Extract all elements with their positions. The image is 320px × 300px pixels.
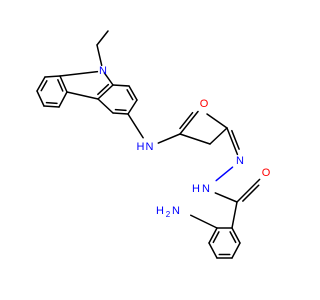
bond-carbonyl-o-inner (179, 111, 194, 130)
bond-left-benzene-2 (36, 76, 46, 92)
bond-aryl-n (127, 113, 144, 139)
bond-carbonyl-o (179, 110, 199, 135)
bond-right-benzene-3 (127, 99, 138, 115)
bond-benzo-5 (231, 242, 241, 259)
bond-benzo-6-inner (229, 231, 237, 244)
bond-pyrrole-4 (97, 84, 114, 100)
atom-h2-amino-subscript: 2 (166, 210, 171, 219)
bond-ethyl-2 (96, 30, 109, 46)
atom-h-hydrazide: H (192, 183, 200, 195)
bond-carbonyl-ring (231, 201, 238, 229)
bond-benzo-2-inner (212, 231, 220, 244)
bond-nh-carbonyl (214, 192, 238, 203)
bond-ch2-cimine (209, 127, 228, 145)
bond-hydrazide-o-inner (242, 184, 260, 202)
bond-pyrrole-3 (66, 91, 99, 100)
bond-benzo-3 (208, 242, 218, 259)
bond-left-benzene-6-inner (57, 79, 64, 92)
bond-ethyl-1 (96, 44, 103, 67)
atom-n-amide: N (146, 141, 154, 153)
bond-n-n (215, 166, 234, 182)
atom-n-hydrazide: N (202, 183, 210, 195)
bond-left-benzene-6 (59, 75, 68, 93)
bond-right-benzene-4-inner (114, 108, 127, 112)
bond-right-benzene-5 (97, 98, 114, 114)
bond-right-benzene-2 (128, 85, 138, 101)
atom-o-hydrazide: O (262, 167, 271, 179)
bond-left-benzene-5 (58, 91, 68, 108)
bond-hydrazide-o (236, 178, 261, 203)
bond-pyrrole-4-inner (97, 83, 110, 96)
atom-o-amide: O (200, 98, 209, 110)
atom-label-layer: N N H O N N H O H 2 N (99, 65, 271, 219)
bond-left-benzene-4 (43, 105, 60, 108)
bond-left-benzene-4-inner (45, 101, 58, 105)
bond-pyrrole-1 (59, 70, 99, 77)
bond-layer (36, 30, 261, 259)
bond-benzo-6 (231, 227, 241, 244)
bond-c-n-imine-inner (231, 129, 240, 150)
bond-right-benzene-4 (112, 112, 129, 115)
bond-c-n-imine (226, 127, 239, 156)
bond-left-benzene-1 (44, 75, 61, 78)
bond-pyrrole-2 (103, 72, 114, 86)
molecule-svg: N N H O N N H O H 2 N (36, 30, 271, 259)
bond-left-benzene-3 (36, 90, 45, 107)
bond-amino (190, 214, 218, 229)
bond-n-carbonyl (157, 133, 181, 144)
atom-h2-amino: H (156, 205, 164, 217)
atom-n-amino: N (172, 205, 180, 217)
bond-right-benzene-1 (112, 84, 130, 87)
atom-h-amide: H (137, 141, 145, 153)
bond-carbonyl-ch2 (179, 133, 211, 145)
atom-n-imine: N (236, 155, 244, 167)
bond-left-benzene-2-inner (40, 80, 48, 92)
bond-right-benzene-2-inner (126, 89, 134, 101)
bond-methyl (206, 113, 228, 129)
structure-diagram: N N H O N N H O H 2 N (36, 30, 271, 259)
atom-n-carbazole: N (99, 65, 107, 77)
bond-benzo-2 (208, 227, 218, 244)
